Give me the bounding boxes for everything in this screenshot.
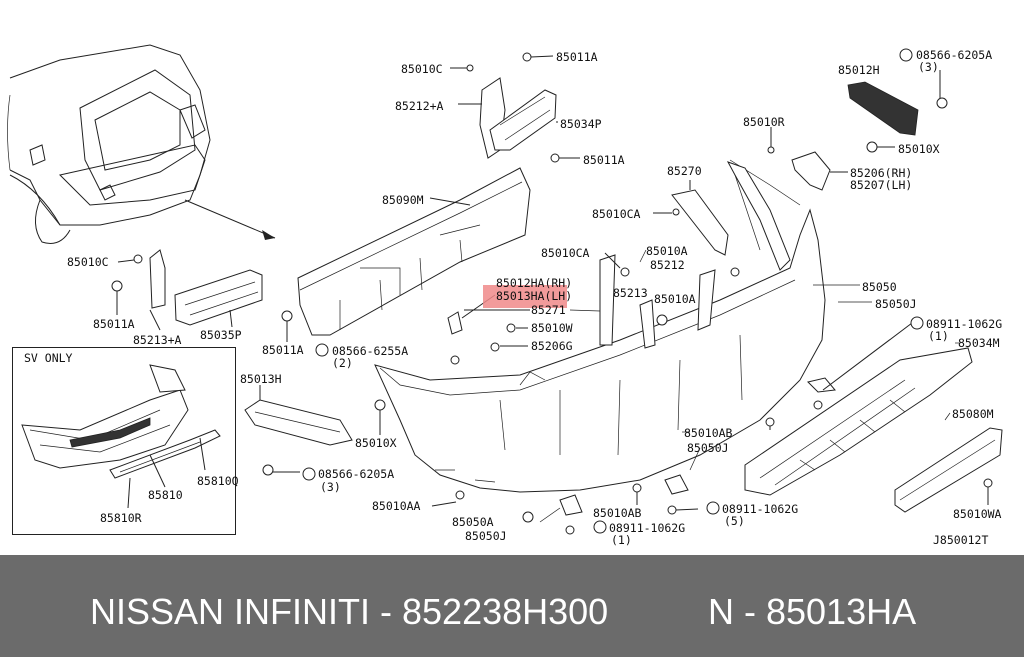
part-label-85010x-low: 85010X [355,436,397,450]
part-label-85011a-left: 85011A [93,317,135,331]
part-label-85810r: 85810R [100,511,142,525]
leader-lines [539,249,960,523]
part-label-85010aa: 85010AA [372,499,421,513]
part-label-85010r: 85010R [743,115,785,129]
part-label-85010ab-2: 85010AB [593,506,642,520]
part-label-85010c-left: 85010C [67,255,109,269]
diagram-drawing [7,44,1003,535]
part-label-85050a: 85050A [452,515,494,529]
part-label-85810q: 85810Q [197,474,239,488]
part-label-85212a: 85212+A [395,99,444,113]
clip-85012HA [447,294,530,365]
part-label-85010a-1: 85010A [646,244,688,258]
side-bracket-85206 [767,127,848,191]
part-label-85012h: 85012H [838,63,880,77]
step-plate-85034M [744,347,973,496]
part-label-85810: 85810 [148,488,183,502]
part-label-85050j-2: 85050J [687,441,729,455]
part-label-08566-6205a-top: 08566-6205A [916,48,993,62]
part-label-08566-6205a-low-qty: (3) [320,480,341,494]
part-label-85010ca-2: 85010CA [541,246,590,260]
part-label-j850012t: J850012T [933,533,989,547]
part-number-footer: NISSAN INFINITI - 852238H300 N - 85013HA [0,555,1024,657]
part-label-08911-1062g-low: 08911-1062G [609,521,686,535]
bracket-85035P [111,249,293,342]
reflector-85080M [894,427,1003,513]
sv-only-inset-bumper [21,364,221,509]
part-label-08911-1062g-mid-qty: (5) [724,514,745,528]
part-label-85207lh: 85207(LH) [850,178,913,192]
absorber-85090M [297,167,531,336]
part-label-85010a-2: 85010A [654,292,696,306]
part-label-85206g: 85206G [531,339,573,353]
part-label-85050j-3: 85050J [465,529,507,543]
part-label-85050: 85050 [862,280,897,294]
inner-brackets [599,180,740,349]
part-label-08911-1062g-mid: 08911-1062G [722,502,799,516]
part-label-85010w: 85010W [531,321,573,335]
part-label-85213: 85213 [613,286,648,300]
part-label-85011a-mid: 85011A [583,153,625,167]
part-label-85213a: 85213+A [133,333,182,347]
footer-brand-part: NISSAN INFINITI - 852238H300 [90,591,609,632]
highlighted-part-marker [483,285,567,308]
bumper-fascia-85050 [374,159,826,493]
part-label-08566-6255a: 08566-6255A [332,344,409,358]
part-label-85050j-1: 85050J [875,297,917,311]
part-label-85011a-low: 85011A [262,343,304,357]
part-label-85013h: 85013H [240,372,282,386]
grille-85012H [847,70,948,153]
part-label-85010ab-1: 85010AB [684,426,733,440]
part-label-85034m: 85034M [958,336,1000,350]
part-label-85034p: 85034P [560,117,602,131]
sv-only-inset-frame [12,347,236,535]
part-label-85010wa: 85010WA [953,507,1002,521]
part-label-85080m: 85080M [952,407,994,421]
part-label-08911-1062g-top: 08911-1062G [926,317,1003,331]
bracket-85034P [429,52,580,206]
part-label-85271: 85271 [531,303,566,317]
part-label-85010c-top: 85010C [401,62,443,76]
part-label-85035p: 85035P [200,328,242,342]
part-label-85212: 85212 [650,258,685,272]
part-label-08911-1062g-low-qty: (1) [611,533,632,547]
part-label-85010ca-1: 85010CA [592,207,641,221]
part-label-85010x-top: 85010X [898,142,940,156]
vehicle-outline [7,44,211,244]
exploded-parts-diagram [7,44,1003,535]
footer-nissan-part: N - 85013HA [708,591,917,632]
part-label-85270: 85270 [667,164,702,178]
part-label-85013ha: 85013HA(LH) [496,289,573,303]
part-label-sv-only: SV ONLY [24,351,73,365]
part-label-08566-6255a-qty: (2) [332,356,353,370]
bracket-85013H [244,385,386,476]
part-label-08911-1062g-top-qty: (1) [928,329,949,343]
part-label-85090m: 85090M [382,193,424,207]
part-label-85011a-top: 85011A [556,50,598,64]
callout-symbols [302,48,924,534]
part-label-85206rh: 85206(RH) [850,166,913,180]
part-label-08566-6205a-low: 08566-6205A [318,467,395,481]
part-label-08566-6205a-top-qty: (3) [918,60,939,74]
part-label-85012ha: 85012HA(RH) [496,276,573,290]
lower-fasteners [431,322,913,535]
